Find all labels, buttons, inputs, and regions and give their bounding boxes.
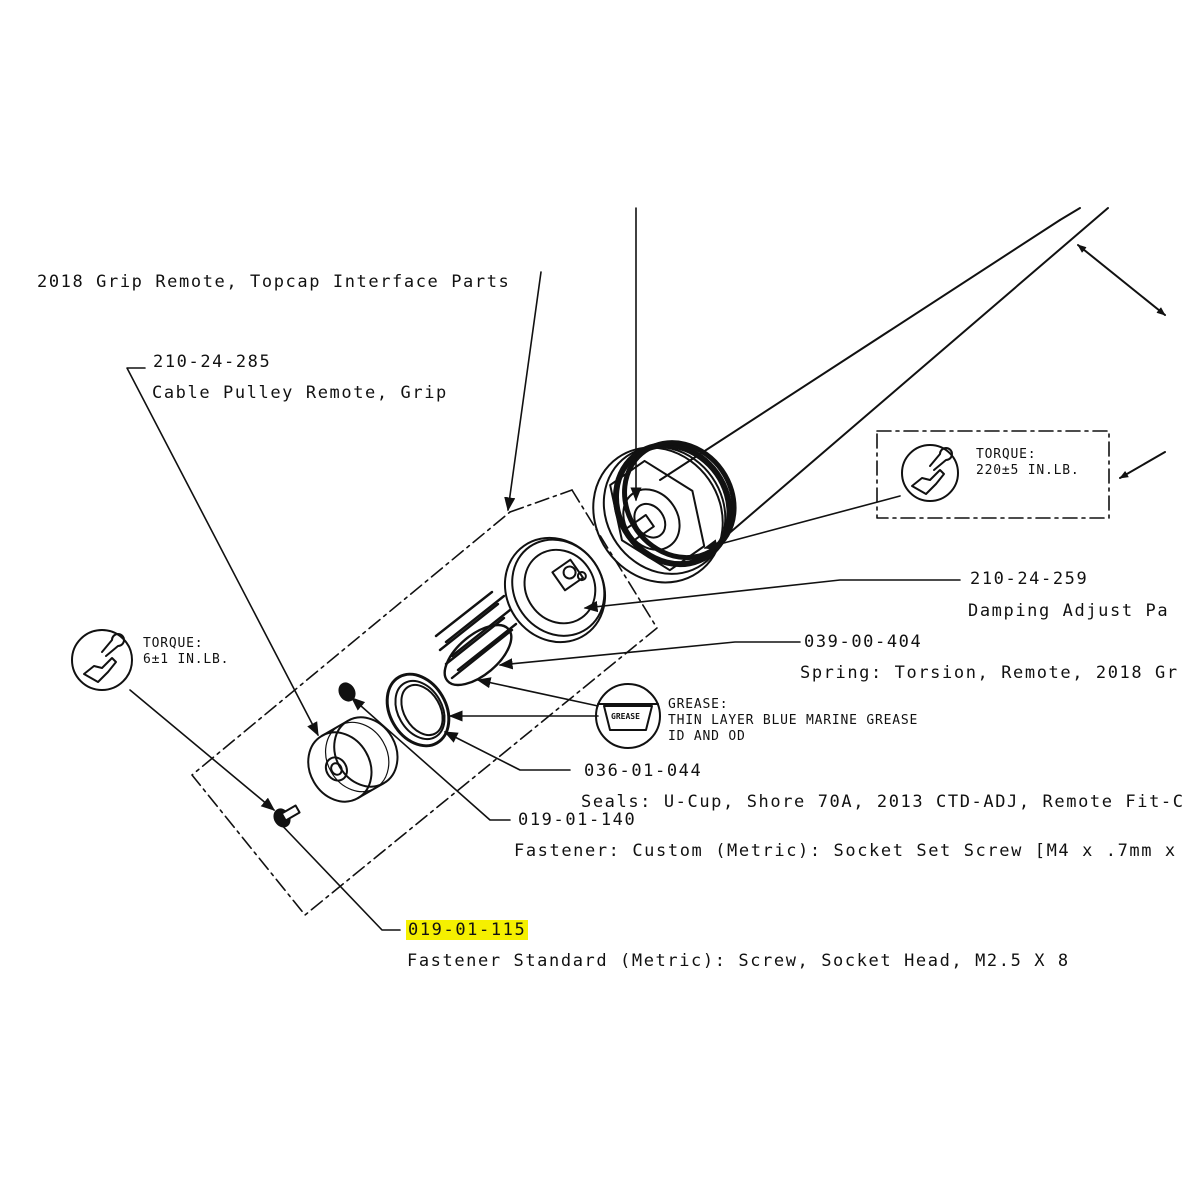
damping-adjust-part: [503, 536, 607, 644]
part-number-039-00-404: 039-00-404: [804, 632, 923, 652]
socket-head-screw: [273, 804, 301, 828]
grease-container-icon: [595, 683, 661, 749]
part-number-036-01-044: 036-01-044: [584, 761, 703, 781]
torque-heading-topcap: TORQUE:: [976, 447, 1037, 462]
part-description-210-24-285: Cable Pulley Remote, Grip: [152, 383, 448, 403]
u-cup-seal: [385, 672, 451, 748]
part-number-019-01-140: 019-01-140: [518, 810, 637, 830]
cable-pulley: [307, 716, 399, 803]
part-description-210-24-259: Damping Adjust Pa: [968, 601, 1170, 621]
torque-value-screw: 6±1 IN.LB.: [143, 652, 230, 667]
torque-note-frame: [876, 430, 1110, 519]
diagram-title: 2018 Grip Remote, Topcap Interface Parts: [37, 272, 511, 292]
part-number-019-01-115: 019-01-115: [406, 920, 529, 940]
part-number-210-24-259: 210-24-259: [970, 569, 1089, 589]
part-description-019-01-140: Fastener: Custom (Metric): Socket Set Sc…: [514, 841, 1177, 861]
part-description-019-01-115: Fastener Standard (Metric): Screw, Socke…: [407, 951, 1070, 971]
part-description-036-01-044: Seals: U-Cup, Shore 70A, 2013 CTD-ADJ, R…: [581, 792, 1185, 812]
topcap-nut: [592, 440, 737, 584]
wrench-hand-icon: [71, 629, 133, 691]
torsion-spring: [434, 590, 518, 687]
leader-lines: [126, 207, 961, 931]
grease-line-1: THIN LAYER BLUE MARINE GREASE: [668, 713, 919, 728]
grease-icon-label: GREASE: [611, 712, 640, 721]
fork-tube: [659, 207, 1166, 549]
torque-value-topcap: 220±5 IN.LB.: [976, 463, 1080, 478]
wrench-hand-icon: [901, 444, 959, 502]
torque-heading-screw: TORQUE:: [143, 636, 204, 651]
part-number-210-24-285: 210-24-285: [153, 352, 272, 372]
assembly-group-outline: [191, 489, 658, 916]
grease-heading: GREASE:: [668, 697, 729, 712]
grease-line-2: ID AND OD: [668, 729, 746, 744]
part-description-039-00-404: Spring: Torsion, Remote, 2018 Gr: [800, 663, 1179, 683]
